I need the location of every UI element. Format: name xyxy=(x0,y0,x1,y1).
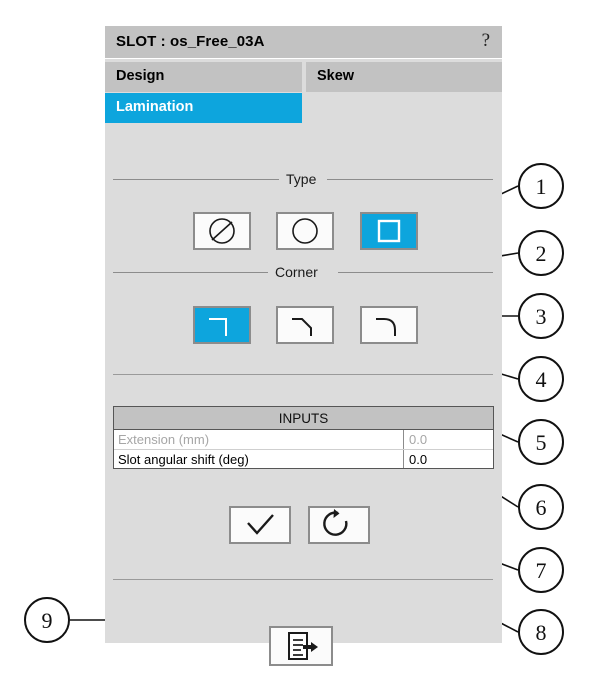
tab-skew[interactable]: Skew xyxy=(306,62,502,92)
type-group-rule-left xyxy=(113,179,279,180)
export-document-icon xyxy=(288,632,318,660)
subtab-lamination-label: Lamination xyxy=(116,99,194,115)
tab-design[interactable]: Design xyxy=(105,62,302,92)
input-value-slot-angular-shift[interactable]: 0.0 xyxy=(409,452,428,467)
subtab-blank-area xyxy=(306,93,502,123)
validate-button[interactable] xyxy=(229,506,291,544)
circle-slash-icon xyxy=(209,218,235,244)
reset-button[interactable] xyxy=(308,506,370,544)
type-group-label: Type xyxy=(281,171,322,187)
section-divider-export xyxy=(113,579,493,580)
tab-design-label: Design xyxy=(116,68,165,84)
square-icon xyxy=(377,219,401,243)
subtab-bar: Lamination xyxy=(105,93,502,123)
inputs-header: INPUTS xyxy=(114,407,493,430)
subtab-lamination[interactable]: Lamination xyxy=(105,93,302,123)
tab-skew-label: Skew xyxy=(317,68,355,84)
help-icon[interactable]: ? xyxy=(481,30,490,51)
type-button-circle[interactable] xyxy=(276,212,334,250)
corner-button-rounded[interactable] xyxy=(360,306,418,344)
corner-button-sharp[interactable] xyxy=(193,306,251,344)
circle-icon xyxy=(292,218,318,244)
input-label-slot-angular-shift: Slot angular shift (deg) xyxy=(114,450,404,468)
inputs-table: INPUTS Extension (mm) 0.0 Slot angular s… xyxy=(113,406,494,469)
input-value-extension[interactable]: 0.0 xyxy=(409,432,428,447)
slot-dialog-panel: SLOT : os_Free_03A ? Design Skew Laminat… xyxy=(105,26,502,666)
type-button-circle-slash[interactable] xyxy=(193,212,251,250)
input-label-extension: Extension (mm) xyxy=(114,430,404,449)
rounded-corner-icon xyxy=(376,318,396,336)
sharp-corner-icon xyxy=(209,318,227,336)
corner-group-rule-left xyxy=(113,272,268,273)
dialog-titlebar: SLOT : os_Free_03A ? xyxy=(105,26,502,59)
export-button[interactable] xyxy=(269,626,333,666)
reset-icon xyxy=(323,509,348,536)
tab-bar: Design Skew xyxy=(105,62,502,92)
section-divider-inputs xyxy=(113,374,493,375)
check-icon xyxy=(247,514,274,535)
chamfer-corner-icon xyxy=(292,318,312,336)
dialog-title: SLOT : os_Free_03A xyxy=(116,33,265,50)
table-row[interactable]: Slot angular shift (deg) 0.0 xyxy=(114,449,493,468)
corner-group-label: Corner xyxy=(270,264,323,280)
corner-group-rule-right xyxy=(338,272,493,273)
table-row[interactable]: Extension (mm) 0.0 xyxy=(114,430,493,449)
type-button-square[interactable] xyxy=(360,212,418,250)
type-group-rule-right xyxy=(327,179,493,180)
corner-button-chamfer[interactable] xyxy=(276,306,334,344)
